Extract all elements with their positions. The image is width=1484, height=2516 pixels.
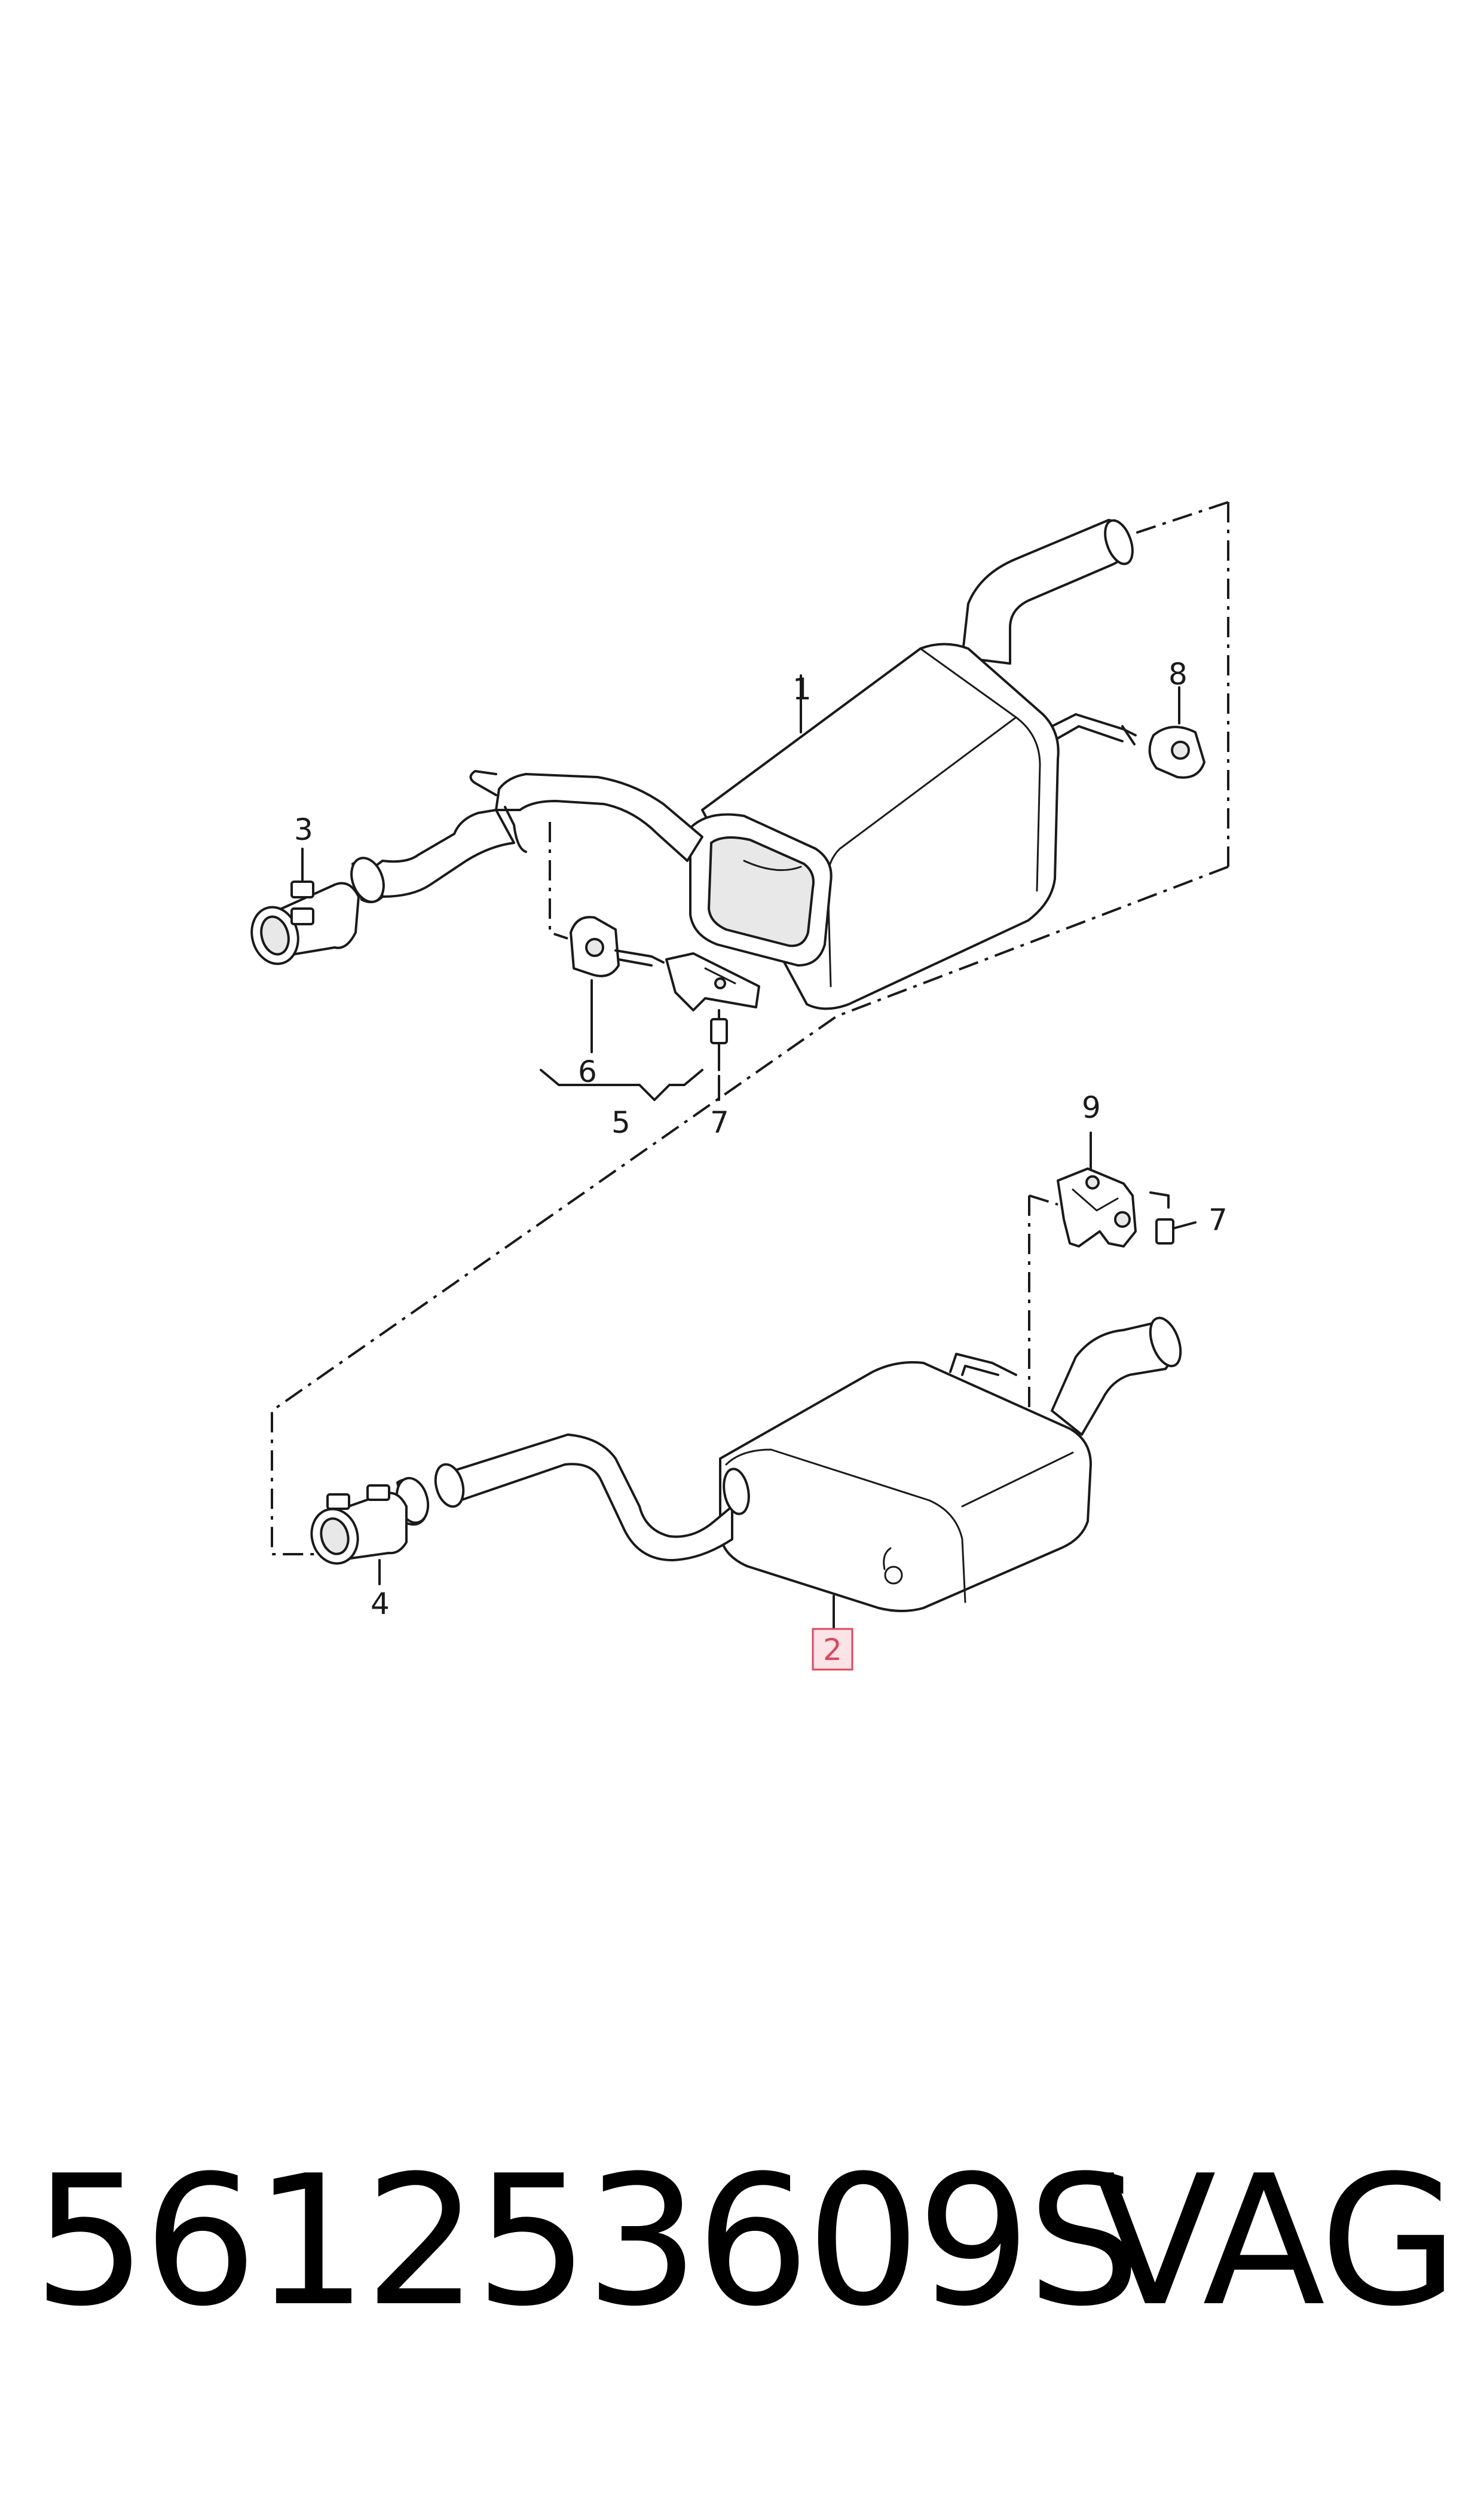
callout-7-upper: 7: [710, 1105, 729, 1140]
callout-5: 5: [611, 1105, 631, 1140]
callout-8: 8: [1168, 657, 1188, 692]
callout-7-lower: 7: [1208, 1203, 1228, 1237]
callout-6: 6: [578, 1054, 597, 1089]
callout-9: 9: [1082, 1090, 1101, 1125]
rubber-mount-part-8: [1148, 686, 1205, 779]
callout-2: 2: [823, 1633, 842, 1667]
part-number: 561253609S: [33, 2137, 1141, 2346]
hanger-set: [540, 822, 760, 1101]
callout-1: 1: [793, 672, 812, 707]
callout-4: 4: [371, 1586, 390, 1621]
pipe-clamp-part-4: [310, 1476, 430, 1585]
callouts: 1 3 8 6 5 7 9 7 4 2: [294, 657, 1228, 1671]
lower-assembly-boundary: [1028, 1194, 1058, 1441]
pipe-clamp-part-3: [250, 848, 385, 965]
brand-name: VAG: [1094, 2137, 1458, 2346]
upper-assembly-boundary: [271, 501, 1229, 1555]
callout-2-highlight: [812, 1628, 853, 1671]
rear-silencer-part-2: [434, 1316, 1182, 1630]
footer: 561253609S VAG: [0, 2152, 1484, 2403]
rear-muffler-part-1: [369, 519, 1137, 1010]
callout-3: 3: [294, 812, 313, 847]
bracket-part-9: [1057, 1132, 1197, 1248]
